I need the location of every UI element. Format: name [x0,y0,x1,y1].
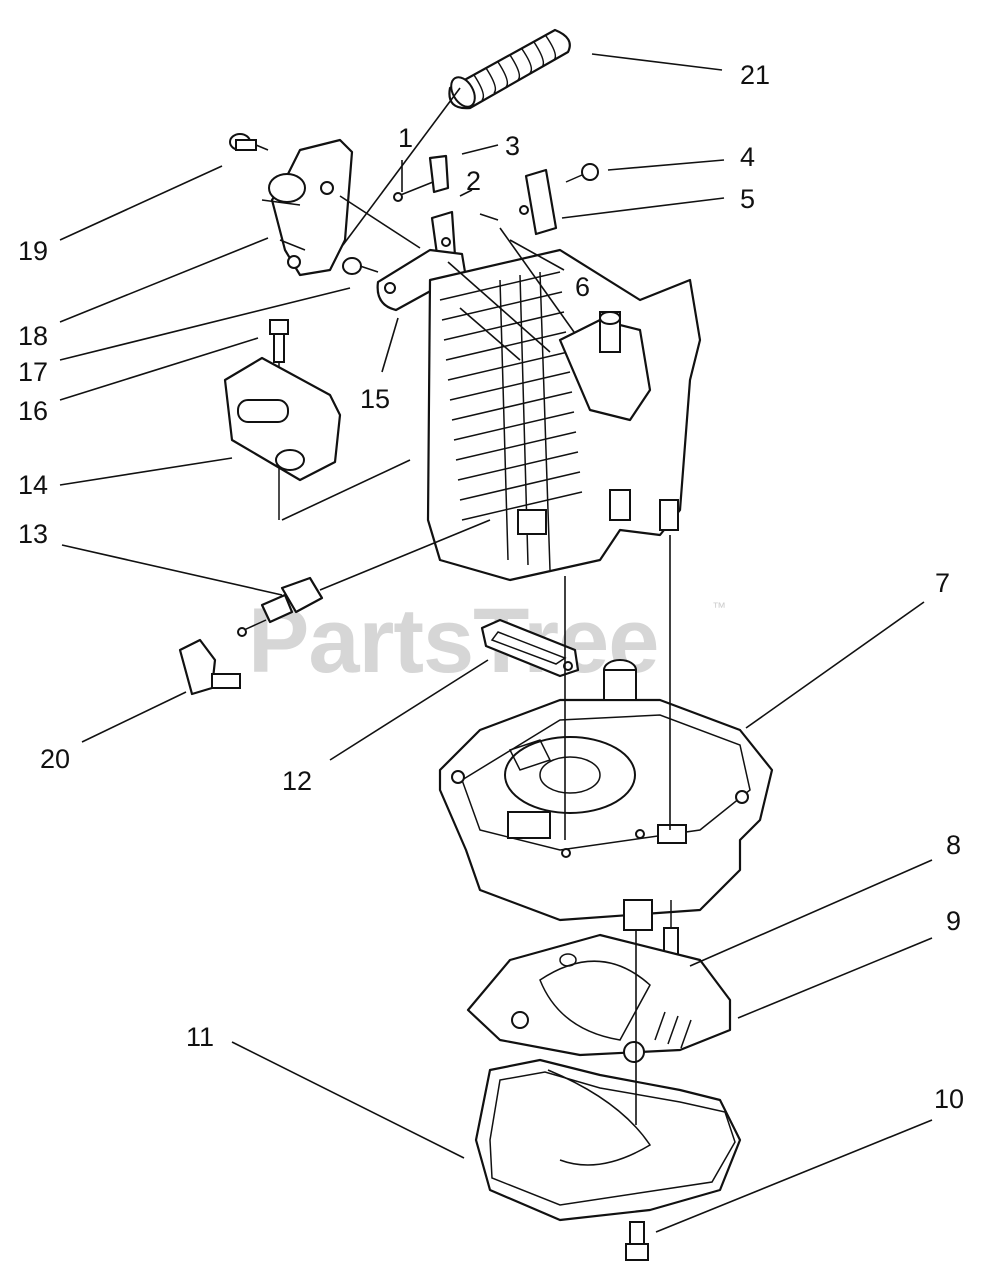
part-14-ignition-module[interactable] [223,356,342,482]
part-17-screw[interactable] [342,257,379,275]
callout-labels: 1 2 3 4 5 6 7 8 9 10 11 12 13 14 15 16 1… [18,60,964,1114]
part-5-plate[interactable] [519,168,558,236]
engine-cylinder-block[interactable] [426,248,702,582]
callout-8[interactable]: 8 [946,830,961,860]
watermark-text: PartsTree [248,590,658,692]
part-1-pin[interactable] [393,179,439,202]
callout-9[interactable]: 9 [946,906,961,936]
callout-21[interactable]: 21 [740,60,770,90]
callout-5[interactable]: 5 [740,184,755,214]
callout-20[interactable]: 20 [40,744,70,774]
callout-3[interactable]: 3 [505,131,520,161]
part-3-clip[interactable] [428,154,450,194]
watermark-trademark: ™ [712,599,726,615]
callout-leader-lines [59,53,933,1233]
part-10-bolt[interactable] [625,1221,649,1261]
callout-11[interactable]: 11 [186,1022,214,1052]
callout-12[interactable]: 12 [282,766,312,796]
part-20-plug-boot[interactable] [178,638,241,696]
part-18-bracket[interactable] [261,138,354,277]
callout-2[interactable]: 2 [466,166,481,196]
callout-1[interactable]: 1 [398,123,413,153]
part-7-crankcase-housing[interactable] [438,659,774,931]
part-6-pin[interactable] [479,213,499,221]
part-13-spark-plug[interactable] [237,576,324,637]
callout-17[interactable]: 17 [18,357,48,387]
callout-4[interactable]: 4 [740,142,755,172]
part-15-lever[interactable] [376,248,467,312]
part-21-spring-hose[interactable] [446,28,571,111]
callout-15[interactable]: 15 [360,384,390,414]
callout-16[interactable]: 16 [18,396,48,426]
callout-18[interactable]: 18 [18,321,48,351]
callout-14[interactable]: 14 [18,470,48,500]
part-9-plate[interactable] [466,933,732,1063]
part-19-screw[interactable] [229,133,269,151]
callout-7[interactable]: 7 [935,568,950,598]
callout-19[interactable]: 19 [18,236,48,266]
callout-13[interactable]: 13 [18,519,48,549]
callout-6[interactable]: 6 [575,272,590,302]
part-11-cover[interactable] [474,1058,742,1222]
part-4-screw[interactable] [565,163,599,183]
callout-10[interactable]: 10 [934,1084,964,1114]
part-12-gasket[interactable] [480,618,580,678]
